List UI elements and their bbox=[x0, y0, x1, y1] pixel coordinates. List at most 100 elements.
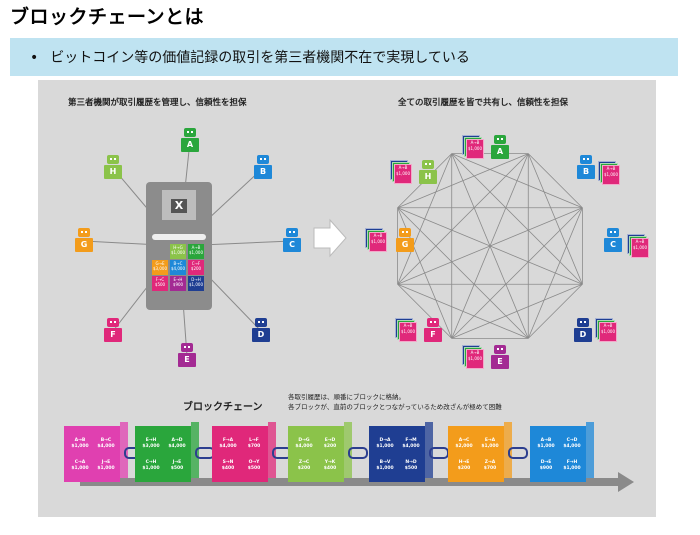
node-label: D bbox=[574, 328, 592, 342]
slide-title: ブロックチェーンとは bbox=[10, 6, 205, 28]
block-transaction: F→H $1,000 bbox=[563, 460, 581, 471]
robot-head-icon bbox=[78, 228, 90, 237]
ledger-page: A→B $1,000 bbox=[602, 165, 620, 185]
bullet-banner: •ビットコイン等の価値記録の取引を第三者機関不在で実現している bbox=[10, 38, 678, 76]
arrow-icon bbox=[313, 218, 347, 258]
server-ledger-cell: A→B $1,000 bbox=[188, 244, 204, 259]
block-transaction: B→V $1,000 bbox=[376, 460, 394, 471]
block-transaction: E→H $3,000 bbox=[142, 438, 160, 449]
block-transaction: A→B $1,000 bbox=[537, 438, 555, 449]
ledger-stack-icon: A→B $1,000 bbox=[462, 345, 484, 369]
server-label: X bbox=[171, 199, 187, 213]
ledger-stack-icon: A→B $1,000 bbox=[395, 318, 417, 342]
node-label: B bbox=[577, 165, 595, 179]
block-transaction: J→E $1,000 bbox=[97, 460, 115, 471]
ledger-stack-icon: A→B $1,000 bbox=[627, 234, 649, 258]
node-label: F bbox=[104, 328, 122, 342]
mesh-line bbox=[397, 283, 453, 339]
node-left-c: C bbox=[282, 228, 302, 252]
robot-head-icon bbox=[577, 318, 589, 327]
node-label: C bbox=[283, 238, 301, 252]
right-caption: 全ての取引履歴を皆で共有し、信頼性を担保 bbox=[398, 98, 569, 108]
ledger-page: A→B $1,000 bbox=[369, 232, 387, 252]
server-bar bbox=[152, 234, 206, 240]
node-label: A bbox=[181, 138, 199, 152]
robot-head-icon bbox=[107, 155, 119, 164]
node-left-a: A bbox=[180, 128, 200, 152]
transition-arrow bbox=[312, 218, 348, 262]
block-transaction: B→C $4,000 bbox=[97, 438, 115, 449]
bullet-text: ビットコイン等の価値記録の取引を第三者機関不在で実現している bbox=[50, 50, 470, 66]
mesh-line bbox=[451, 153, 583, 285]
node-left-d: D bbox=[251, 318, 271, 342]
block-transaction: A→B $1,000 bbox=[71, 438, 89, 449]
block-transaction: A→D $4,000 bbox=[168, 438, 186, 449]
server-ledger-cell: E→H $900 bbox=[170, 276, 186, 291]
block-transaction: Y→K $400 bbox=[323, 460, 337, 471]
block-transaction: D→E $900 bbox=[539, 460, 553, 471]
block-transaction: Z→A $700 bbox=[483, 460, 497, 471]
block-side bbox=[586, 422, 594, 478]
robot-head-icon bbox=[399, 228, 411, 237]
node-right-c: C bbox=[603, 228, 623, 252]
left-caption: 第三者機関が取引履歴を管理し、信頼性を担保 bbox=[68, 98, 247, 108]
blockchain-note-line-2: 各ブロックが、直前のブロックとつながっているため改ざんが極めて困難 bbox=[288, 403, 502, 411]
mesh-line bbox=[397, 153, 529, 209]
robot-head-icon bbox=[422, 160, 434, 169]
node-label: F bbox=[424, 328, 442, 342]
block-transaction: C→H $1,000 bbox=[142, 460, 160, 471]
mesh-line bbox=[397, 153, 529, 285]
node-label: H bbox=[104, 165, 122, 179]
block-transaction: J→E $500 bbox=[170, 460, 184, 471]
block-transaction: C→D $4,000 bbox=[563, 438, 581, 449]
mesh-line bbox=[397, 283, 529, 339]
mesh-line bbox=[451, 207, 583, 339]
node-right-d: D bbox=[573, 318, 593, 342]
robot-head-icon bbox=[181, 343, 193, 352]
block-transaction: E→A $1,000 bbox=[481, 438, 499, 449]
robot-head-icon bbox=[494, 345, 506, 354]
node-right-g: G bbox=[395, 228, 415, 252]
mesh-line bbox=[527, 153, 583, 209]
robot-head-icon bbox=[286, 228, 298, 237]
ledger-page: A→B $1,000 bbox=[466, 349, 484, 369]
robot-head-icon bbox=[257, 155, 269, 164]
node-left-f: F bbox=[103, 318, 123, 342]
blockchain-note: 各取引履歴は、順番にブロックに格納。 各ブロックが、直前のブロックとつながってい… bbox=[288, 392, 502, 412]
mesh-line bbox=[451, 283, 583, 339]
robot-head-icon bbox=[607, 228, 619, 237]
block-transaction: N→D $500 bbox=[404, 460, 418, 471]
block-transaction: C→A $1,000 bbox=[71, 460, 89, 471]
ledger-stack-icon: A→B $1,000 bbox=[365, 228, 387, 252]
ledger-stack-icon: A→B $1,000 bbox=[598, 161, 620, 185]
block-transaction: F→M $4,000 bbox=[402, 438, 420, 449]
server-ledger-cell: F→C $500 bbox=[152, 276, 168, 291]
node-label: E bbox=[178, 353, 196, 367]
server-ledger-cell: D→H $1,000 bbox=[188, 276, 204, 291]
server-ledger-cell: G→E $3,000 bbox=[152, 260, 168, 275]
node-left-h: H bbox=[103, 155, 123, 179]
block-transaction: D→A $1,000 bbox=[376, 438, 394, 449]
chain-track bbox=[80, 478, 620, 486]
ledger-stack-icon: A→B $1,000 bbox=[390, 160, 412, 184]
ledger-stack-icon: A→B $1,000 bbox=[462, 135, 484, 159]
node-left-e: E bbox=[177, 343, 197, 367]
node-label: B bbox=[254, 165, 272, 179]
server-ledger-cell: H→G $1,000 bbox=[170, 244, 186, 259]
robot-head-icon bbox=[107, 318, 119, 327]
ledger-page: A→B $1,000 bbox=[399, 322, 417, 342]
block-transaction: A→C $2,000 bbox=[455, 438, 473, 449]
node-left-b: B bbox=[253, 155, 273, 179]
node-label: D bbox=[252, 328, 270, 342]
ledger-page: A→B $1,000 bbox=[466, 139, 484, 159]
robot-head-icon bbox=[494, 135, 506, 144]
node-label: H bbox=[419, 170, 437, 184]
